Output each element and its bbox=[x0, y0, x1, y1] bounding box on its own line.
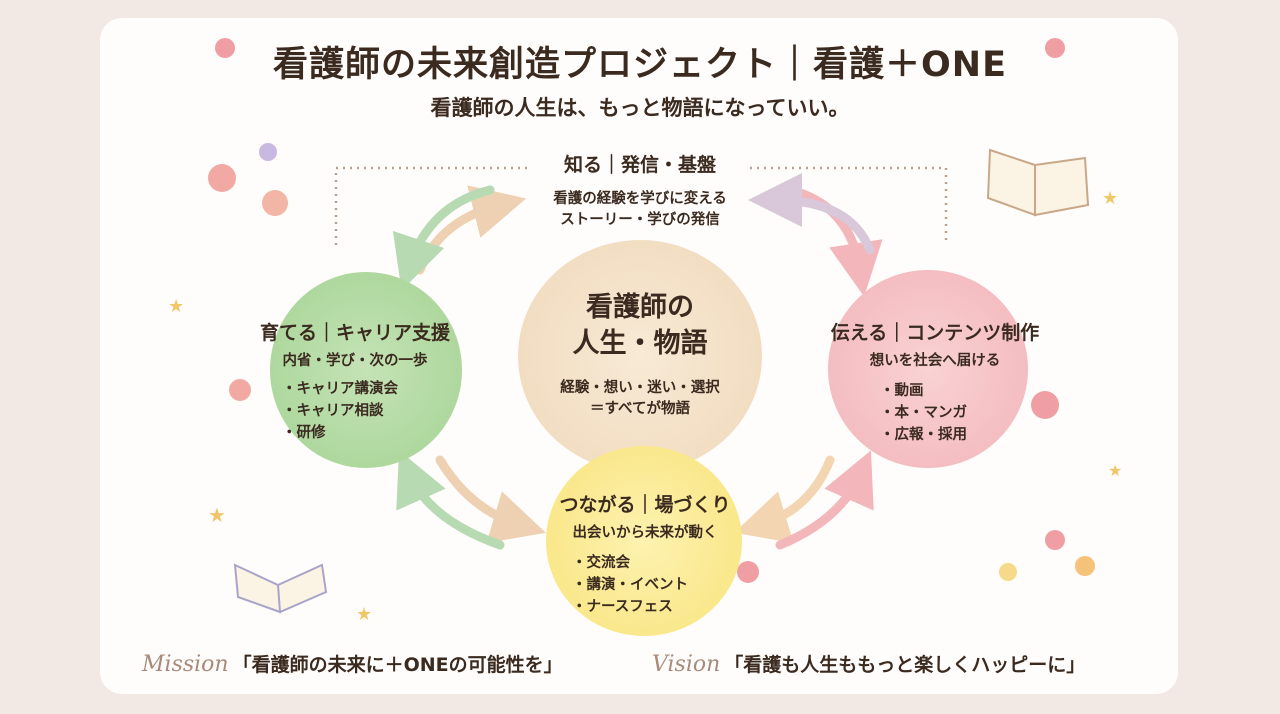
node-know-line: 看護の経験を学びに変える bbox=[553, 191, 727, 207]
svg-text:★: ★ bbox=[208, 503, 226, 527]
list-item: 研修 bbox=[282, 422, 480, 444]
dotted-connector bbox=[334, 166, 948, 245]
node-know: 知る｜発信・基盤 看護の経験を学びに変える ストーリー・学びの発信 bbox=[500, 150, 780, 229]
svg-text:★: ★ bbox=[1102, 188, 1118, 209]
svg-text:★: ★ bbox=[356, 604, 372, 625]
mission-label: Mission bbox=[142, 652, 229, 677]
arrow-bottom-to-right bbox=[775, 450, 874, 550]
node-center-line: ＝すべてが物語 bbox=[590, 401, 690, 417]
node-connect-sub: 出会いから未来が動く bbox=[572, 525, 718, 541]
node-know-line: ストーリー・学びの発信 bbox=[560, 212, 720, 228]
node-center-circle bbox=[518, 240, 762, 472]
node-grow-heading: 育てる｜キャリア支援 bbox=[259, 322, 450, 344]
node-center-line: 経験・想い・迷い・選択 bbox=[560, 380, 720, 396]
arrow-left-to-top bbox=[415, 185, 527, 275]
list-item: キャリア講演会 bbox=[282, 378, 480, 400]
list-item: 講演・イベント bbox=[572, 574, 770, 596]
node-tell-heading: 伝える｜コンテンツ制作 bbox=[830, 322, 1040, 344]
node-tell-sub: 想いを社会へ届ける bbox=[869, 353, 1001, 369]
arrow-right-to-bottom bbox=[734, 455, 835, 544]
list-item: 本・マンガ bbox=[880, 402, 1070, 424]
node-center-heading: 人生・物語 bbox=[572, 328, 708, 359]
node-center-heading: 看護師の bbox=[586, 292, 694, 323]
node-know-heading: 知る｜発信・基盤 bbox=[563, 154, 716, 176]
arrow-bottom-to-left bbox=[396, 450, 505, 550]
list-item: 広報・採用 bbox=[880, 424, 1070, 446]
mission-statement: Mission「看護師の未来に＋ONEの可能性を」 bbox=[142, 650, 563, 677]
vision-label: Vision bbox=[652, 652, 721, 677]
node-center: 看護師の 人生・物語 経験・想い・迷い・選択 ＝すべてが物語 bbox=[520, 290, 760, 418]
arrow-left-to-bottom bbox=[435, 455, 546, 544]
list-item: ナースフェス bbox=[572, 596, 770, 618]
book-icon bbox=[233, 148, 1090, 614]
node-connect: つながる｜場づくり 出会いから未来が動く 交流会 講演・イベント ナースフェス bbox=[520, 490, 770, 618]
list-item: 交流会 bbox=[572, 552, 770, 574]
list-item: キャリア相談 bbox=[282, 400, 480, 422]
list-item: 動画 bbox=[880, 380, 1070, 402]
vision-text: 「看護も人生ももっと楽しくハッピーに」 bbox=[724, 654, 1086, 676]
node-grow-sub: 内省・学び・次の一歩 bbox=[282, 353, 428, 369]
mission-text: 「看護師の未来に＋ONEの可能性を」 bbox=[232, 654, 563, 676]
node-connect-heading: つながる｜場づくり bbox=[559, 494, 731, 516]
node-grow: 育てる｜キャリア支援 内省・学び・次の一歩 キャリア講演会 キャリア相談 研修 bbox=[230, 318, 480, 444]
node-tell: 伝える｜コンテンツ制作 想いを社会へ届ける 動画 本・マンガ 広報・採用 bbox=[800, 318, 1070, 446]
svg-text:★: ★ bbox=[168, 296, 184, 317]
page-title: 看護師の未来創造プロジェクト｜看護＋ONE bbox=[273, 45, 1007, 85]
arrow-right-to-top bbox=[748, 173, 875, 255]
arrow-top-to-left bbox=[392, 185, 495, 291]
svg-text:★: ★ bbox=[1108, 461, 1122, 480]
vision-statement: Vision「看護も人生ももっと楽しくハッピーに」 bbox=[652, 650, 1085, 677]
page-subtitle: 看護師の人生は、もっと物語になっていい。 bbox=[430, 96, 850, 120]
